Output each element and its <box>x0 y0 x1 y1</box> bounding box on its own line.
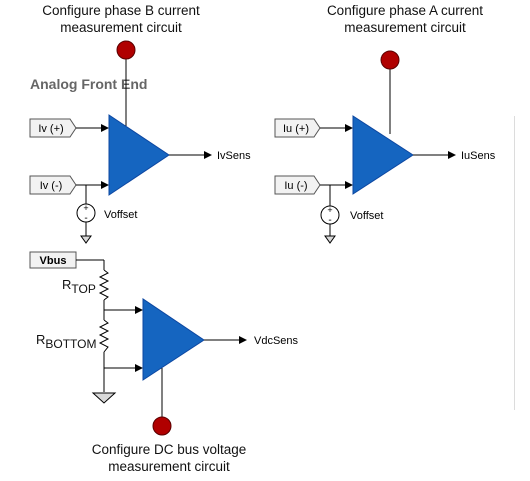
section-title-analog-front-end: Analog Front End <box>30 76 148 92</box>
input-tag-iu-pos[interactable] <box>274 118 321 138</box>
voffset-b-plus: + <box>83 203 88 213</box>
amplifier-phase-b[interactable] <box>108 114 170 196</box>
output-label-iusens: IuSens <box>461 150 496 162</box>
label-r-bottom-sub: BOTTOM <box>45 337 97 351</box>
output-label-vdcsens: VdcSens <box>254 335 299 347</box>
voffset-label-b: Voffset <box>104 209 137 221</box>
label-r-bottom-prefix: R <box>36 332 46 347</box>
label-r-top-prefix: R <box>62 277 72 292</box>
ground-icon-a <box>324 235 336 244</box>
config-dot-dc-bus[interactable] <box>152 416 172 436</box>
input-label-iv-pos: Iv (+) <box>38 123 63 135</box>
right-divider <box>514 116 515 410</box>
label-r-top: RTOP <box>62 277 96 296</box>
label-r-top-sub: TOP <box>71 282 96 296</box>
caption-phase-b: Configure phase B current measurement ci… <box>42 3 200 35</box>
voffset-b-minus: - <box>84 213 87 224</box>
ground-icon-dc <box>91 392 117 404</box>
resistor-bottom <box>98 319 110 353</box>
input-tag-iv-neg[interactable] <box>29 175 77 195</box>
input-tag-iu-neg[interactable] <box>274 175 321 195</box>
voffset-a-minus: - <box>328 215 331 226</box>
ground-icon-b <box>80 235 92 244</box>
label-r-bottom: RBOTTOM <box>36 332 97 351</box>
caption-phase-a: Configure phase A current measurement ci… <box>326 3 484 35</box>
config-dot-phase-b[interactable] <box>116 40 136 60</box>
config-dot-phase-a[interactable] <box>380 50 400 70</box>
output-label-ivsens: IvSens <box>217 150 251 162</box>
resistor-top <box>98 269 110 301</box>
voffset-a-plus: + <box>327 205 332 215</box>
amplifier-phase-a[interactable] <box>352 115 414 195</box>
input-tag-vbus[interactable] <box>29 251 77 269</box>
input-label-vbus: Vbus <box>40 255 67 267</box>
amplifier-dc-bus[interactable] <box>142 298 205 381</box>
input-label-iv-neg: Iv (-) <box>40 180 63 192</box>
input-label-iu-neg: Iu (-) <box>284 180 307 192</box>
input-tag-iv-pos[interactable] <box>29 118 77 138</box>
input-label-iu-pos: Iu (+) <box>283 123 309 135</box>
voffset-label-a: Voffset <box>350 210 383 222</box>
caption-dc-bus: Configure DC bus voltage measurement cir… <box>91 442 247 474</box>
